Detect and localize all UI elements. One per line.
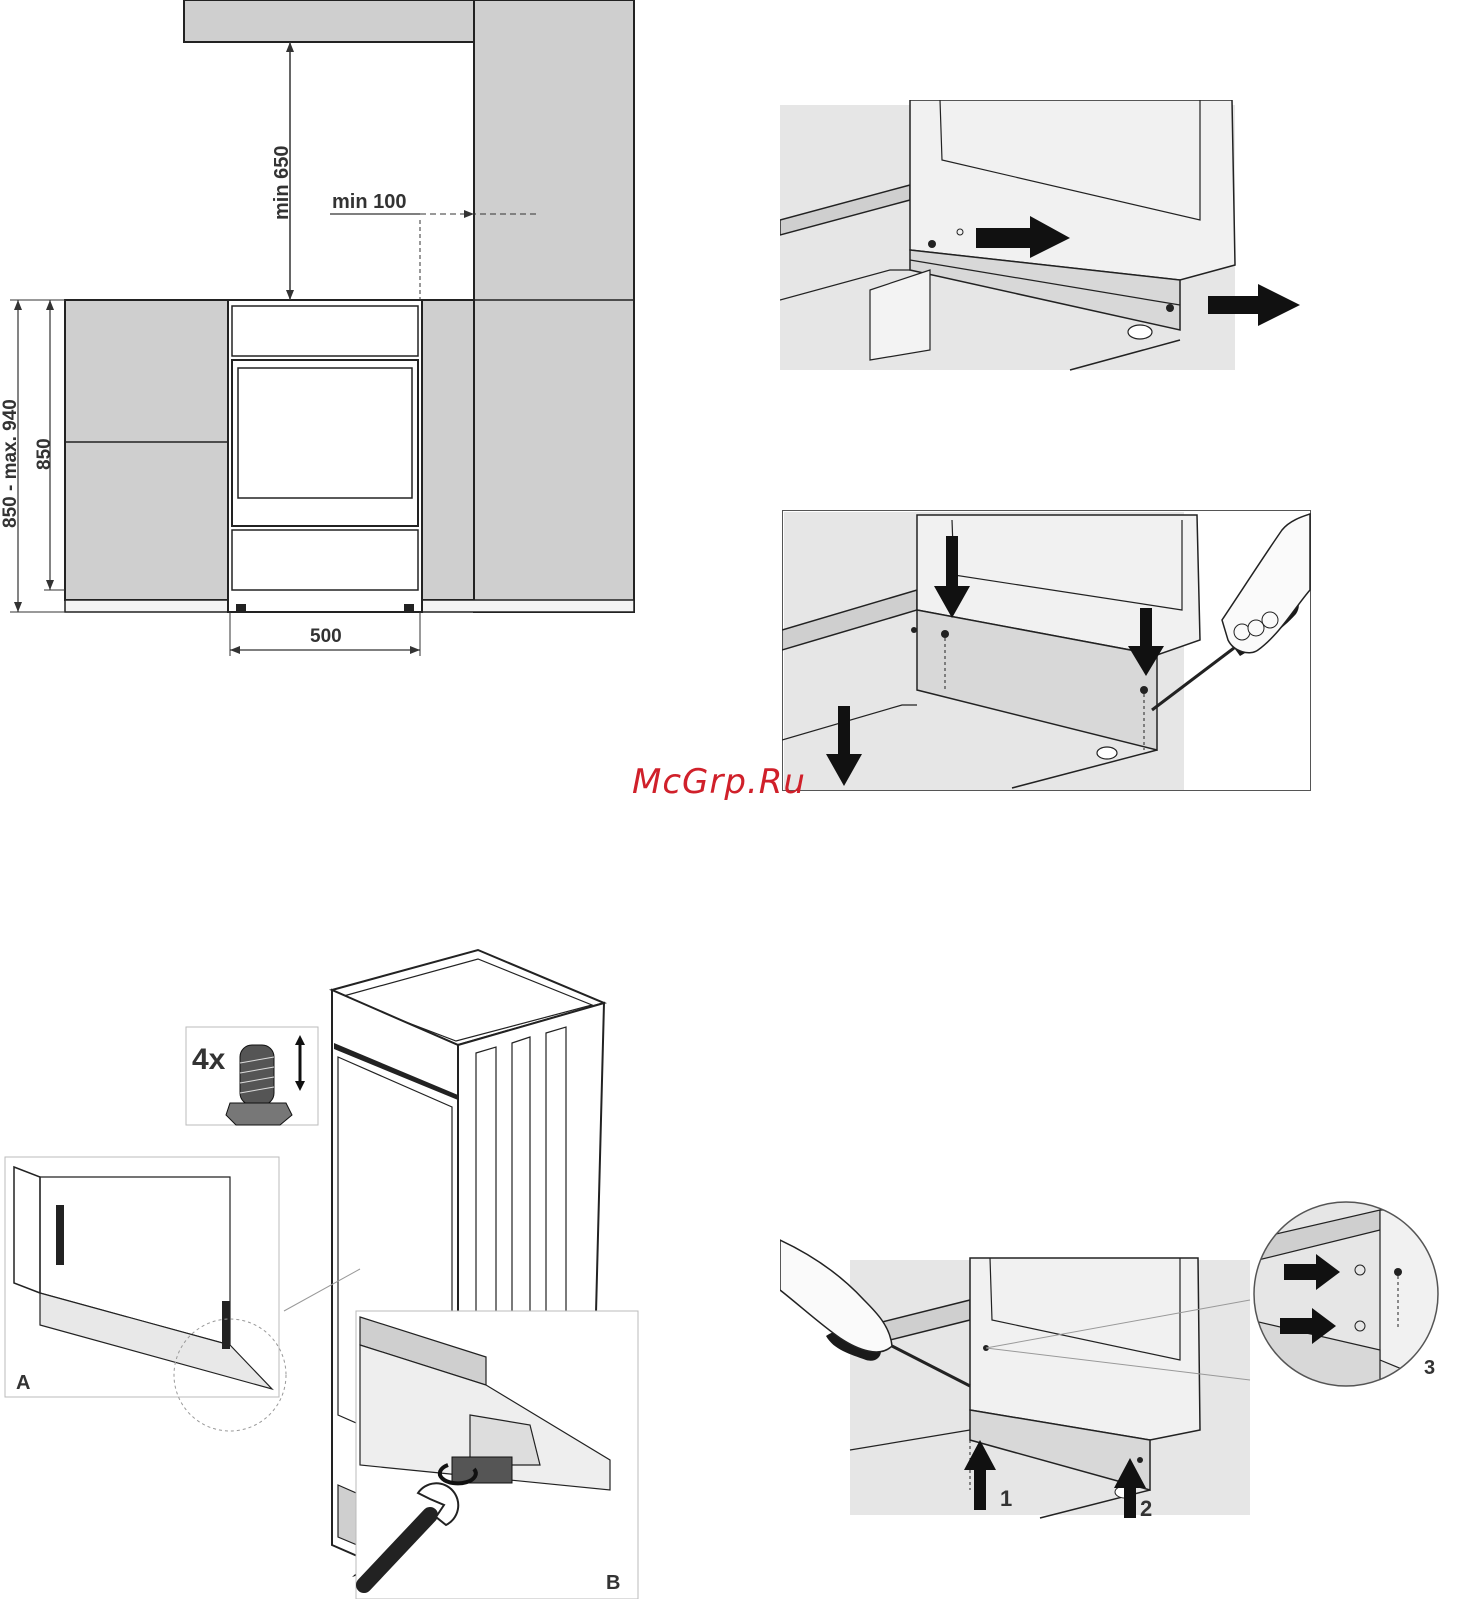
dim-min-100: min 100 (332, 191, 406, 213)
watermark: McGrp.Ru (632, 762, 932, 802)
tall-cabinet (474, 0, 634, 612)
zoom-detail (1250, 1200, 1477, 1400)
adjustable-feet-diagram: 4x A B (0, 945, 650, 1599)
clearance-diagram: min 650 min 100 850 - max. 940 850 500 (0, 0, 650, 670)
left-base-cabinet (65, 300, 228, 600)
step-2-label: 2 (1140, 1496, 1152, 1520)
step-1-label: 1 (1000, 1486, 1012, 1511)
dim-850: 850 (34, 438, 55, 470)
plinth-removal-diagram (780, 100, 1310, 380)
detail-b: B (356, 1311, 638, 1599)
dim-850-940: 850 - max. 940 (0, 399, 21, 528)
plinth-screws-diagram (782, 510, 1312, 792)
dim-500: 500 (310, 626, 342, 647)
cooker-front (228, 300, 422, 612)
detail-a-label: A (16, 1372, 30, 1394)
upper-cabinet (184, 0, 474, 42)
right-base-cabinet (422, 300, 474, 600)
detail-a: A (5, 1157, 286, 1431)
step-3-label: 3 (1424, 1357, 1435, 1379)
plinth-fixing-steps-diagram: 1 2 3 (780, 1200, 1477, 1520)
detail-b-label: B (606, 1572, 620, 1594)
dim-min-650: min 650 (271, 146, 293, 220)
count-label: 4x (192, 1043, 226, 1076)
